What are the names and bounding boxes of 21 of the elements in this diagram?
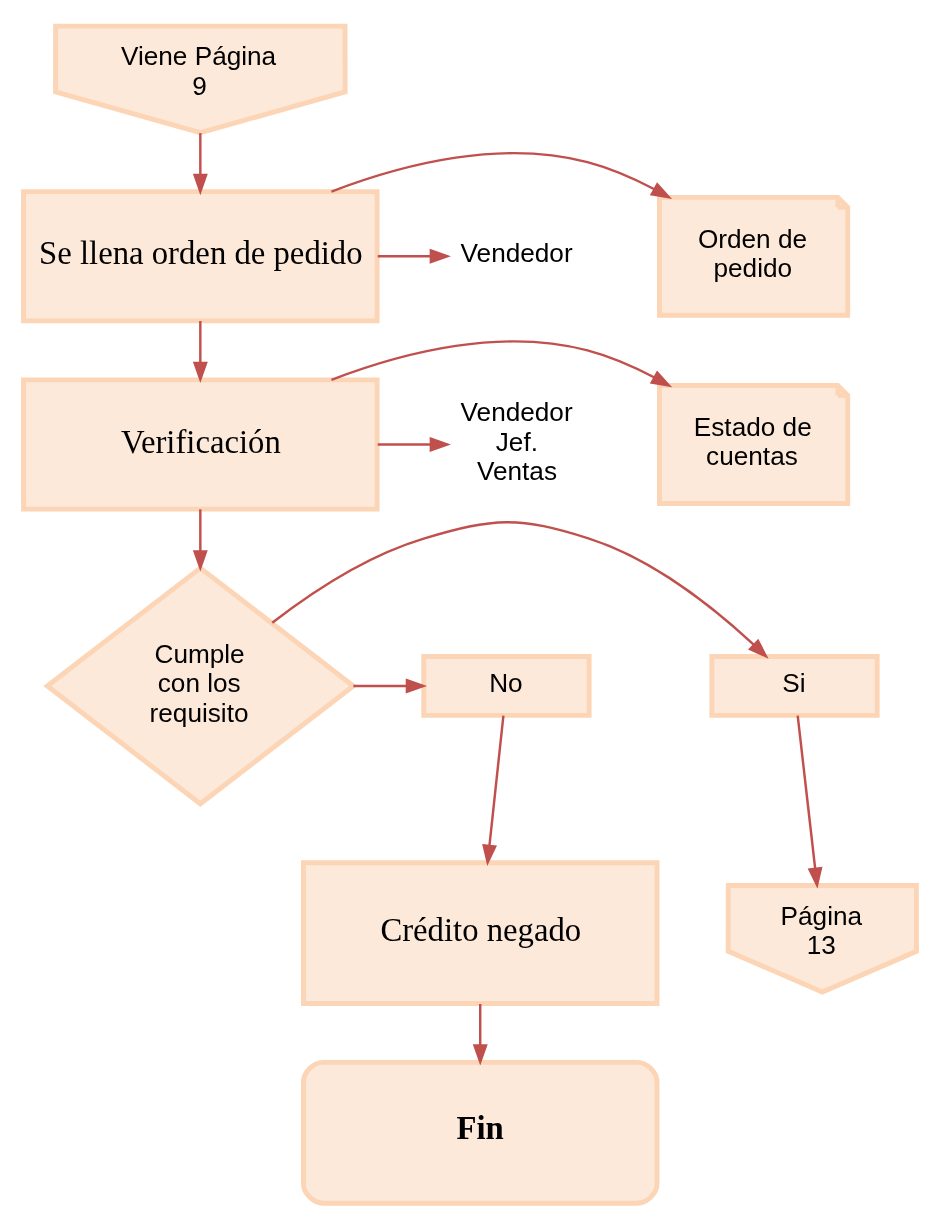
node-text: Vendedor Jef. Ventas [460, 397, 573, 487]
node-box: Crédito negado [300, 860, 659, 1006]
node-box: Si [708, 654, 880, 718]
arrow [192, 133, 208, 196]
arrow [377, 248, 451, 264]
arrow [192, 321, 208, 384]
node-diamond: Cumple con los requisito [42, 565, 357, 807]
arrow [330, 152, 672, 199]
arrow [192, 509, 208, 572]
node-box: Fin [300, 1059, 659, 1206]
arrow [481, 715, 505, 866]
arrow [352, 678, 427, 694]
arrow [795, 715, 822, 889]
arrow [377, 437, 451, 452]
node-box: Se llena orden de pedido [20, 189, 380, 324]
node-box: Verificación [20, 377, 380, 512]
node-text: Vendedor [460, 238, 573, 269]
arrow [271, 521, 769, 659]
arrow [472, 1004, 488, 1066]
node-box: No [420, 654, 592, 718]
arrow [330, 340, 672, 388]
